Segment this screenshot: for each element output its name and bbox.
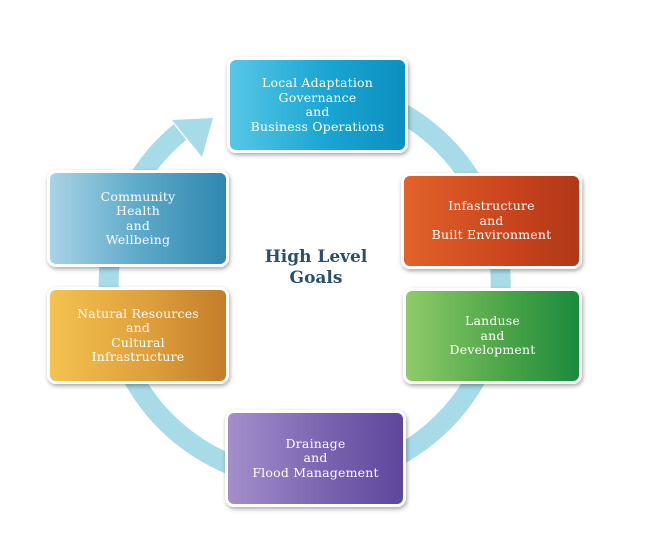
goal-governance-box: Local Adaptation Governance and Business… <box>227 57 408 153</box>
goal-drainage-label: Drainage and Flood Management <box>252 435 379 480</box>
goal-natural-resources-box: Natural Resources and Cultural Infrastru… <box>47 287 229 384</box>
goal-community-box: Community Health and Wellbeing <box>47 170 229 267</box>
goal-landuse-box: Landuse and Development <box>403 288 582 384</box>
goal-landuse-label: Landuse and Development <box>449 313 536 358</box>
goal-natural-resources-label: Natural Resources and Cultural Infrastru… <box>77 305 199 364</box>
goal-infrastructure-label: Infastructure and Built Environment <box>431 198 552 243</box>
center-title: High Level Goals <box>264 247 368 288</box>
goal-governance-label: Local Adaptation Governance and Business… <box>250 75 385 134</box>
cycle-arrow-head <box>172 118 213 157</box>
goal-drainage-box: Drainage and Flood Management <box>225 410 406 507</box>
goal-infrastructure-box: Infastructure and Built Environment <box>401 173 582 269</box>
goal-community-label: Community Health and Wellbeing <box>100 188 176 247</box>
